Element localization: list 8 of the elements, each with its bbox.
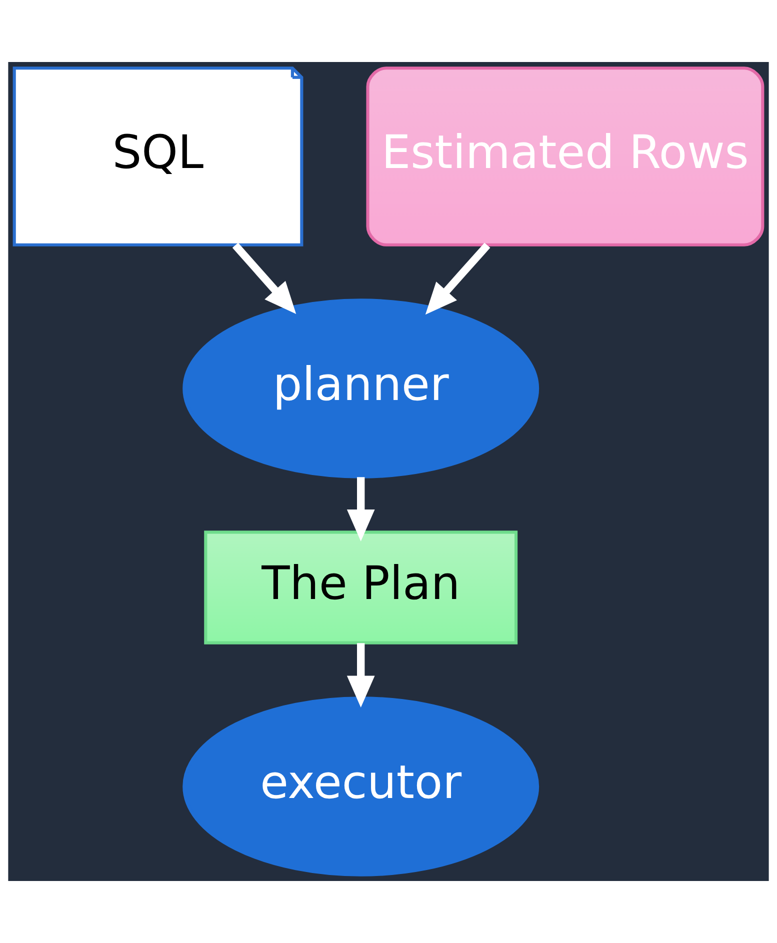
node-box: Estimated Rows	[366, 66, 764, 246]
arrow	[346, 643, 375, 708]
arrow	[346, 477, 375, 542]
node-ellipse: planner	[182, 298, 540, 478]
node-ellipse: executor	[182, 696, 540, 876]
arrow	[232, 242, 296, 314]
node-box: The Plan	[204, 530, 518, 644]
arrow	[425, 242, 490, 315]
